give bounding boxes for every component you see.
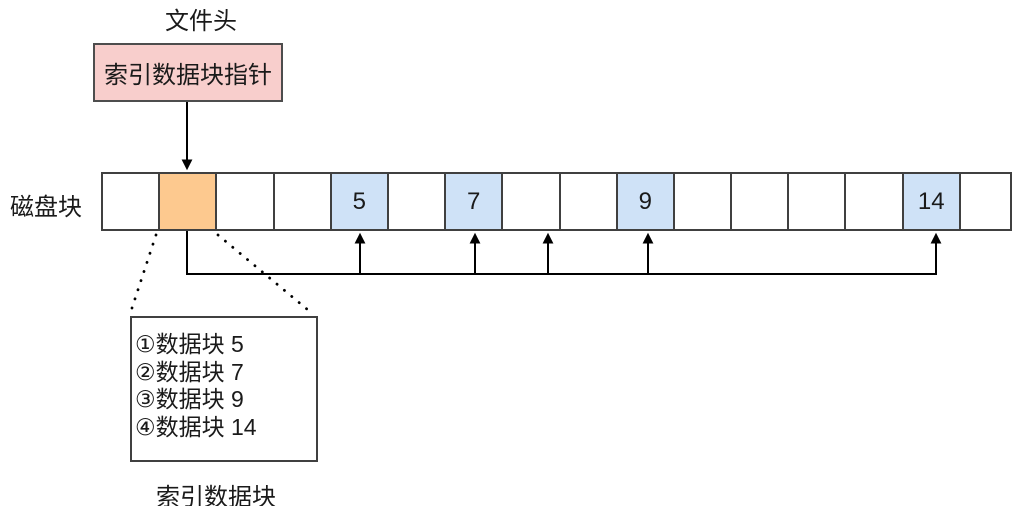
disk-block-cell-6: 7 — [446, 174, 504, 229]
file-header-label: 文件头 — [165, 8, 237, 35]
disk-block-cell-0 — [103, 174, 161, 229]
disk-block-cell-10 — [674, 174, 733, 229]
disk-block-cell-7 — [503, 174, 561, 229]
disk-block-cell-13 — [846, 174, 904, 229]
index-block-box: ①数据块 5 ②数据块 7 ③数据块 9 ④数据块 14 — [130, 316, 318, 462]
disk-block-row: 5 7 9 14 — [101, 172, 1012, 231]
index-entry-1: ①数据块 5 — [135, 331, 244, 357]
index-entry-4: ④数据块 14 — [135, 413, 257, 440]
index-pointer-box: 索引数据块指针 — [93, 43, 283, 102]
disk-block-cell-2 — [217, 174, 275, 229]
disk-block-cell-12 — [789, 174, 847, 229]
dotted-line-right — [216, 233, 310, 312]
disk-block-cell-14: 14 — [903, 174, 961, 229]
disk-blocks-label: 磁盘块 — [10, 194, 82, 221]
index-entry-3: ③数据块 9 — [135, 386, 244, 412]
disk-block-cell-11 — [732, 174, 790, 229]
index-block-caption: 索引数据块 — [156, 484, 276, 506]
disk-block-cell-5 — [388, 174, 447, 229]
disk-block-cell-9: 9 — [617, 174, 675, 229]
index-connector-polyline — [186, 231, 942, 275]
disk-block-cell-4: 5 — [331, 174, 389, 229]
disk-block-cell-1 — [160, 174, 218, 229]
dotted-line-left — [130, 233, 158, 310]
disk-block-cell-8 — [560, 174, 618, 229]
index-pointer-label: 索引数据块指针 — [104, 62, 272, 89]
disk-block-cell-15 — [960, 174, 1010, 229]
index-entry-2: ②数据块 7 — [135, 358, 244, 385]
disk-block-cell-3 — [274, 174, 332, 229]
